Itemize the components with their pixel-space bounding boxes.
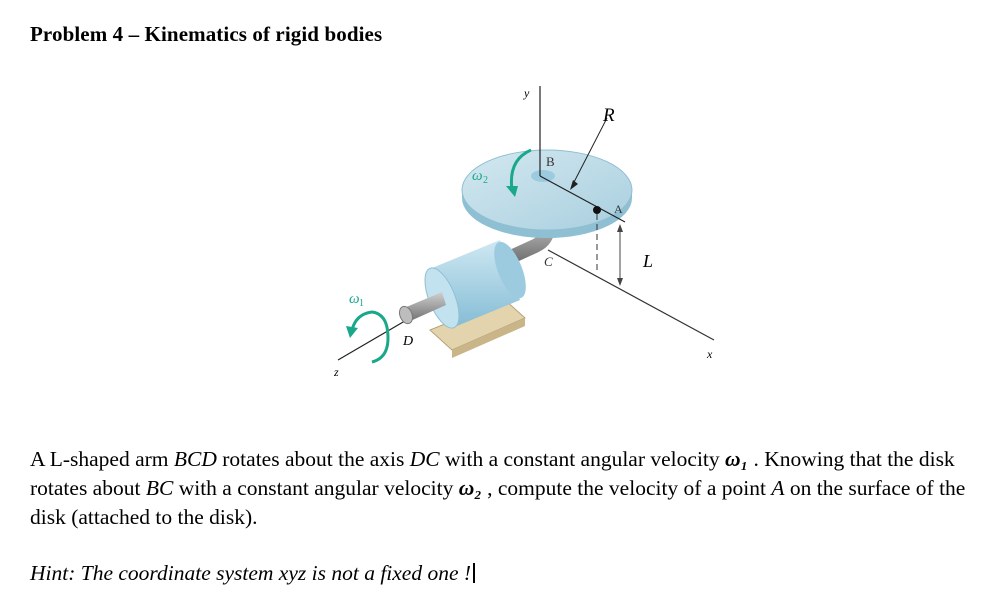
arm-bcd: BCD: [173, 447, 217, 471]
shaft-d: [398, 292, 446, 325]
x-axis-label: x: [706, 347, 713, 361]
y-axis-label: y: [523, 86, 530, 100]
radius-label: R: [602, 105, 615, 126]
point-c-label: C: [544, 254, 553, 269]
point-a: A: [771, 476, 785, 500]
point-a-label: A: [614, 202, 623, 216]
point-b-label: B: [546, 154, 555, 169]
omega1-rotation-arrow: ω 1: [346, 291, 390, 364]
omega1-symbol: ω₁: [725, 447, 749, 471]
omega2-symbol: ω₂: [458, 476, 482, 500]
point-a-marker: [593, 206, 601, 214]
omega1-label: ω: [349, 291, 360, 307]
omega2-label: ω: [472, 168, 483, 184]
svg-text:1: 1: [359, 298, 364, 309]
svg-text:2: 2: [483, 175, 488, 186]
rigid-body-diagram: z x D: [300, 80, 760, 380]
axis-dc: DC: [409, 447, 440, 471]
omega2-rotation-arrow: ω 2: [472, 148, 532, 197]
problem-title: Problem 4 – Kinematics of rigid bodies: [30, 22, 383, 46]
z-axis-label: z: [333, 365, 339, 379]
point-d-label: D: [402, 334, 413, 349]
radius-line: R: [539, 105, 626, 223]
length-dimension: L: [596, 214, 653, 286]
y-axis: y: [523, 86, 541, 176]
disk: [461, 149, 633, 238]
length-label: L: [642, 251, 653, 271]
z-axis: z: [333, 317, 411, 379]
bearing-housing: [424, 240, 526, 329]
text-cursor: [473, 563, 476, 583]
axis-bc: BC: [145, 476, 174, 500]
hint-text: Hint: The coordinate system xyz is not a…: [30, 561, 476, 586]
problem-statement: A L-shaped arm BCD rotates about the axi…: [30, 447, 966, 529]
x-axis: x: [547, 249, 715, 361]
